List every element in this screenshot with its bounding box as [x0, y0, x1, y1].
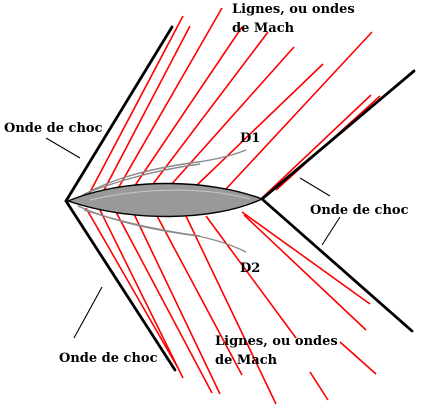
- shock-wave-rear-lower: [260, 197, 414, 333]
- mach-line: [87, 15, 184, 197]
- streamline-d2-outer: [83, 209, 201, 237]
- mach-line: [133, 213, 221, 395]
- mach-line: [101, 25, 191, 195]
- leader-line: [45, 137, 81, 159]
- mach-line: [149, 31, 269, 189]
- mach-line: [99, 209, 184, 379]
- label-shock-left-bottom: Onde de choc: [59, 351, 158, 366]
- streamline-d1: [77, 149, 247, 199]
- mach-line: [225, 31, 373, 190]
- label-mach-top-1: Lignes, ou ondes: [232, 2, 355, 17]
- mach-line: [243, 214, 367, 331]
- mach-line: [195, 63, 324, 187]
- label-d1: D1: [240, 131, 260, 146]
- label-shock-left-top: Onde de choc: [4, 121, 103, 136]
- shock-waves: [64, 25, 416, 372]
- mach-line: [115, 7, 223, 193]
- shock-wave-front-lower: [64, 199, 177, 372]
- mach-line: [85, 207, 179, 369]
- mach-line: [261, 94, 372, 199]
- mach-line: [131, 26, 243, 191]
- label-d2: D2: [240, 261, 260, 276]
- mach-line: [205, 215, 297, 339]
- airfoil-highlight: [89, 189, 251, 201]
- streamlines: [77, 149, 247, 253]
- mach-line: [155, 213, 243, 376]
- shock-wave-front-upper: [64, 25, 174, 203]
- mach-line: [339, 341, 377, 375]
- mach-line: [115, 211, 213, 394]
- label-mach-top-2: de Mach: [232, 21, 295, 36]
- leader-line: [73, 286, 103, 339]
- mach-line: [309, 371, 329, 401]
- shock-wave-rear-upper: [260, 69, 416, 201]
- leader-line: [321, 216, 341, 246]
- mach-line: [241, 211, 371, 305]
- leader-line: [299, 177, 331, 197]
- streamline-d1-outer: [83, 163, 201, 195]
- mach-line: [184, 213, 277, 405]
- label-shock-right: Onde de choc: [310, 203, 409, 218]
- leader-lines: [45, 137, 341, 339]
- label-mach-bottom-2: de Mach: [215, 353, 278, 368]
- label-mach-bottom-1: Lignes, ou ondes: [215, 334, 338, 349]
